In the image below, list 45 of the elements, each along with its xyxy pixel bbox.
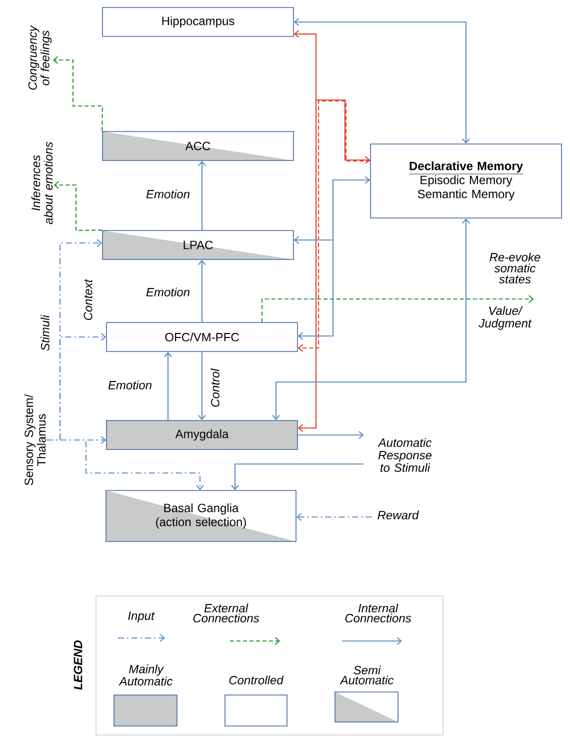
arrow <box>198 160 206 230</box>
arrow <box>52 56 104 132</box>
arrow <box>261 295 534 322</box>
legend-label: Semi Automatic <box>340 666 394 684</box>
arrow <box>198 260 206 322</box>
arrow <box>164 352 172 420</box>
annotation: Congruency of feelings <box>28 25 52 90</box>
annotation: Automatic Response to Stimuli <box>378 438 432 472</box>
legend-label: External Connections <box>193 604 260 622</box>
arrow <box>298 431 364 439</box>
arrow <box>294 30 370 164</box>
automatic-box: Amygdala <box>106 420 298 450</box>
arrow <box>294 176 370 244</box>
legend-label: Input <box>128 612 155 622</box>
edge-label: Emotion <box>146 190 190 198</box>
annotation: Inferences about emotions <box>31 142 53 224</box>
arrow <box>298 99 370 432</box>
semi-automatic-box: LPAC <box>102 230 294 260</box>
label: Context <box>84 278 92 320</box>
legend-label: Mainly Automatic <box>118 664 173 686</box>
controlled-box: OFC/VM-PFC <box>106 322 298 352</box>
edge-label: Re-evoke somatic states <box>490 252 540 284</box>
arrow <box>294 18 470 144</box>
annotation: Value/ Judgment <box>478 306 532 330</box>
legend-label: Internal Connections <box>345 604 412 622</box>
edge-label: Emotion <box>108 380 152 390</box>
semi-automatic-box: Basal Ganglia (action selection) <box>106 490 296 542</box>
arrow <box>298 179 370 340</box>
label: LEGEND <box>74 640 82 690</box>
arrow <box>298 100 370 352</box>
annotation: Reward <box>378 510 419 520</box>
legend-label: Controlled <box>229 676 284 684</box>
arrow <box>231 463 364 490</box>
semi-automatic-box: ACC <box>102 131 294 161</box>
arrow <box>296 513 372 521</box>
controlled-box: Declarative Memory Episodic Memory Semantic Memory <box>370 144 562 218</box>
controlled-box: Hippocampus <box>102 7 294 37</box>
arrow <box>46 439 204 490</box>
arrow <box>272 218 470 420</box>
arrow <box>198 352 206 420</box>
label: Stimuli <box>40 314 50 351</box>
edge-label: Control <box>210 368 220 407</box>
annotation: Sensory System/ Thalamus <box>24 394 46 486</box>
arrow <box>54 181 102 232</box>
edge-label: Emotion <box>146 288 190 296</box>
